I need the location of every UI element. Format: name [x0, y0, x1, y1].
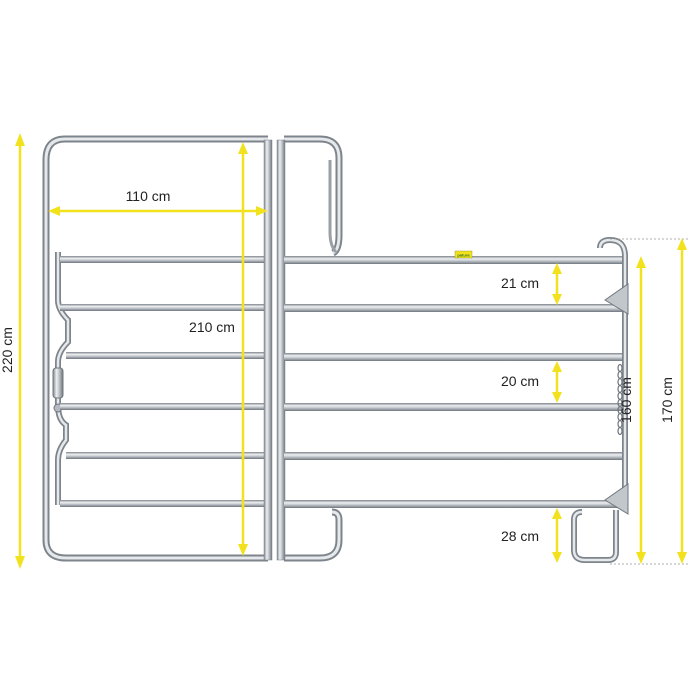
label-220cm: 220 cm	[0, 327, 15, 373]
panel-rail-6	[284, 500, 624, 508]
brand-logo: patura	[454, 250, 473, 259]
dim-arrow-20	[552, 361, 562, 403]
panel-rail-1	[284, 256, 624, 264]
gate-rail-1	[60, 256, 266, 263]
panel-right-stile	[571, 236, 628, 563]
dimension-labels: 110 cm 210 cm 21 cm 20 cm 28 cm 220 cm 1…	[0, 188, 675, 544]
gate-top-loop	[284, 135, 343, 257]
dim-arrow-210	[238, 142, 248, 556]
gate-frame	[42, 135, 268, 562]
panel-rails	[284, 256, 624, 508]
panel-rail-4	[284, 403, 624, 411]
guide-lines	[610, 238, 690, 565]
panel-rail-3	[284, 353, 624, 361]
gate-rail-6	[60, 500, 266, 507]
label-28cm: 28 cm	[501, 528, 539, 544]
label-210cm: 210 cm	[189, 319, 235, 335]
panel-post	[276, 139, 286, 561]
gate-rail-2	[60, 304, 266, 311]
label-21cm: 21 cm	[501, 275, 539, 291]
label-160cm: 160 cm	[618, 377, 634, 423]
gate-rail-3	[66, 352, 266, 359]
dim-arrow-160	[636, 256, 646, 564]
label-170cm: 170 cm	[659, 377, 675, 423]
gate-hinge-post	[263, 139, 273, 561]
label-110cm: 110 cm	[126, 188, 171, 204]
dimension-arrows	[15, 133, 687, 569]
gate-bottom-loop	[284, 508, 343, 562]
dim-arrow-110	[48, 206, 268, 216]
brand-logo-text: patura	[457, 253, 470, 258]
gate-rails	[60, 256, 266, 507]
panel-connectors	[604, 283, 629, 515]
gate-rail-4	[60, 403, 266, 410]
chain-icon	[617, 363, 623, 436]
dim-arrow-28	[552, 508, 562, 563]
panel-rail-5	[284, 452, 624, 460]
dim-arrow-21	[552, 263, 562, 305]
dim-arrow-170	[677, 238, 687, 564]
gate-rail-5	[66, 452, 266, 459]
label-20cm: 20 cm	[501, 373, 539, 389]
dim-arrow-220	[15, 133, 25, 569]
panel-rail-2	[284, 304, 624, 312]
